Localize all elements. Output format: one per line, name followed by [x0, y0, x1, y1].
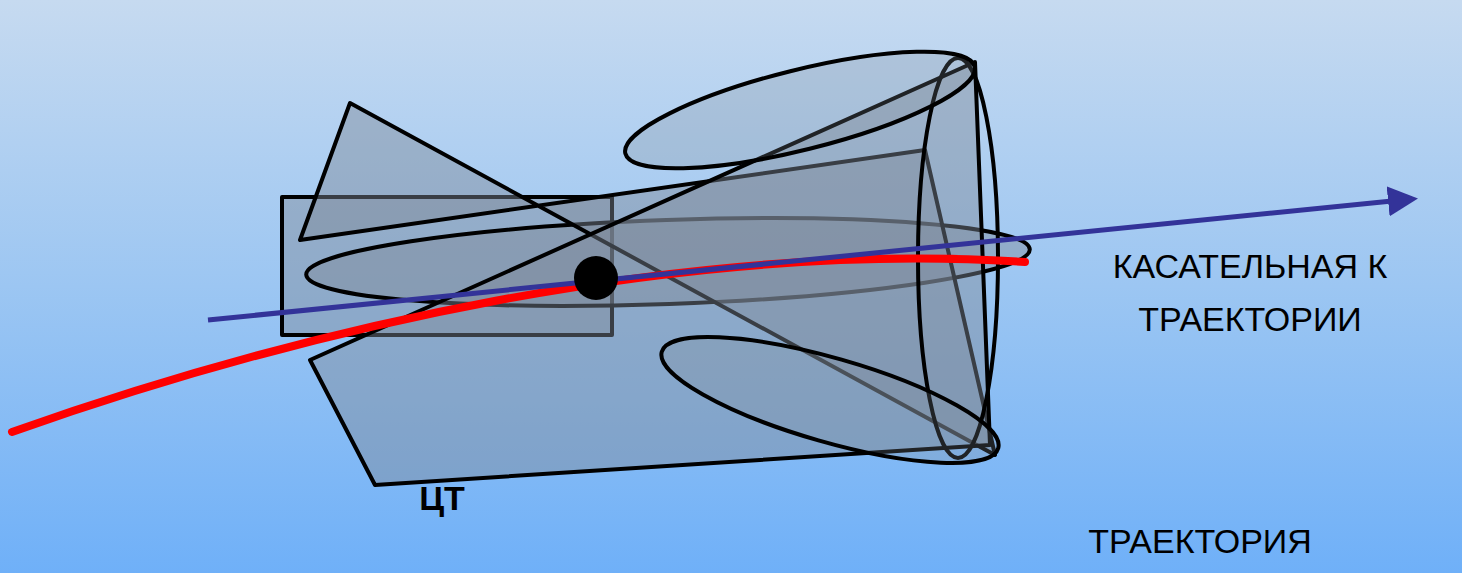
- cone-end: [616, 28, 985, 193]
- center-of-gravity: [574, 256, 618, 300]
- cone-end: [650, 311, 1010, 488]
- trajectory: [12, 259, 1025, 432]
- cog-label: ЦТ: [419, 472, 465, 525]
- tangent-label: КАСАТЕЛЬНАЯ К ТРАЕКТОРИИ: [1065, 240, 1435, 345]
- trajectory-label: ТРАЕКТОРИЯ: [1088, 515, 1312, 568]
